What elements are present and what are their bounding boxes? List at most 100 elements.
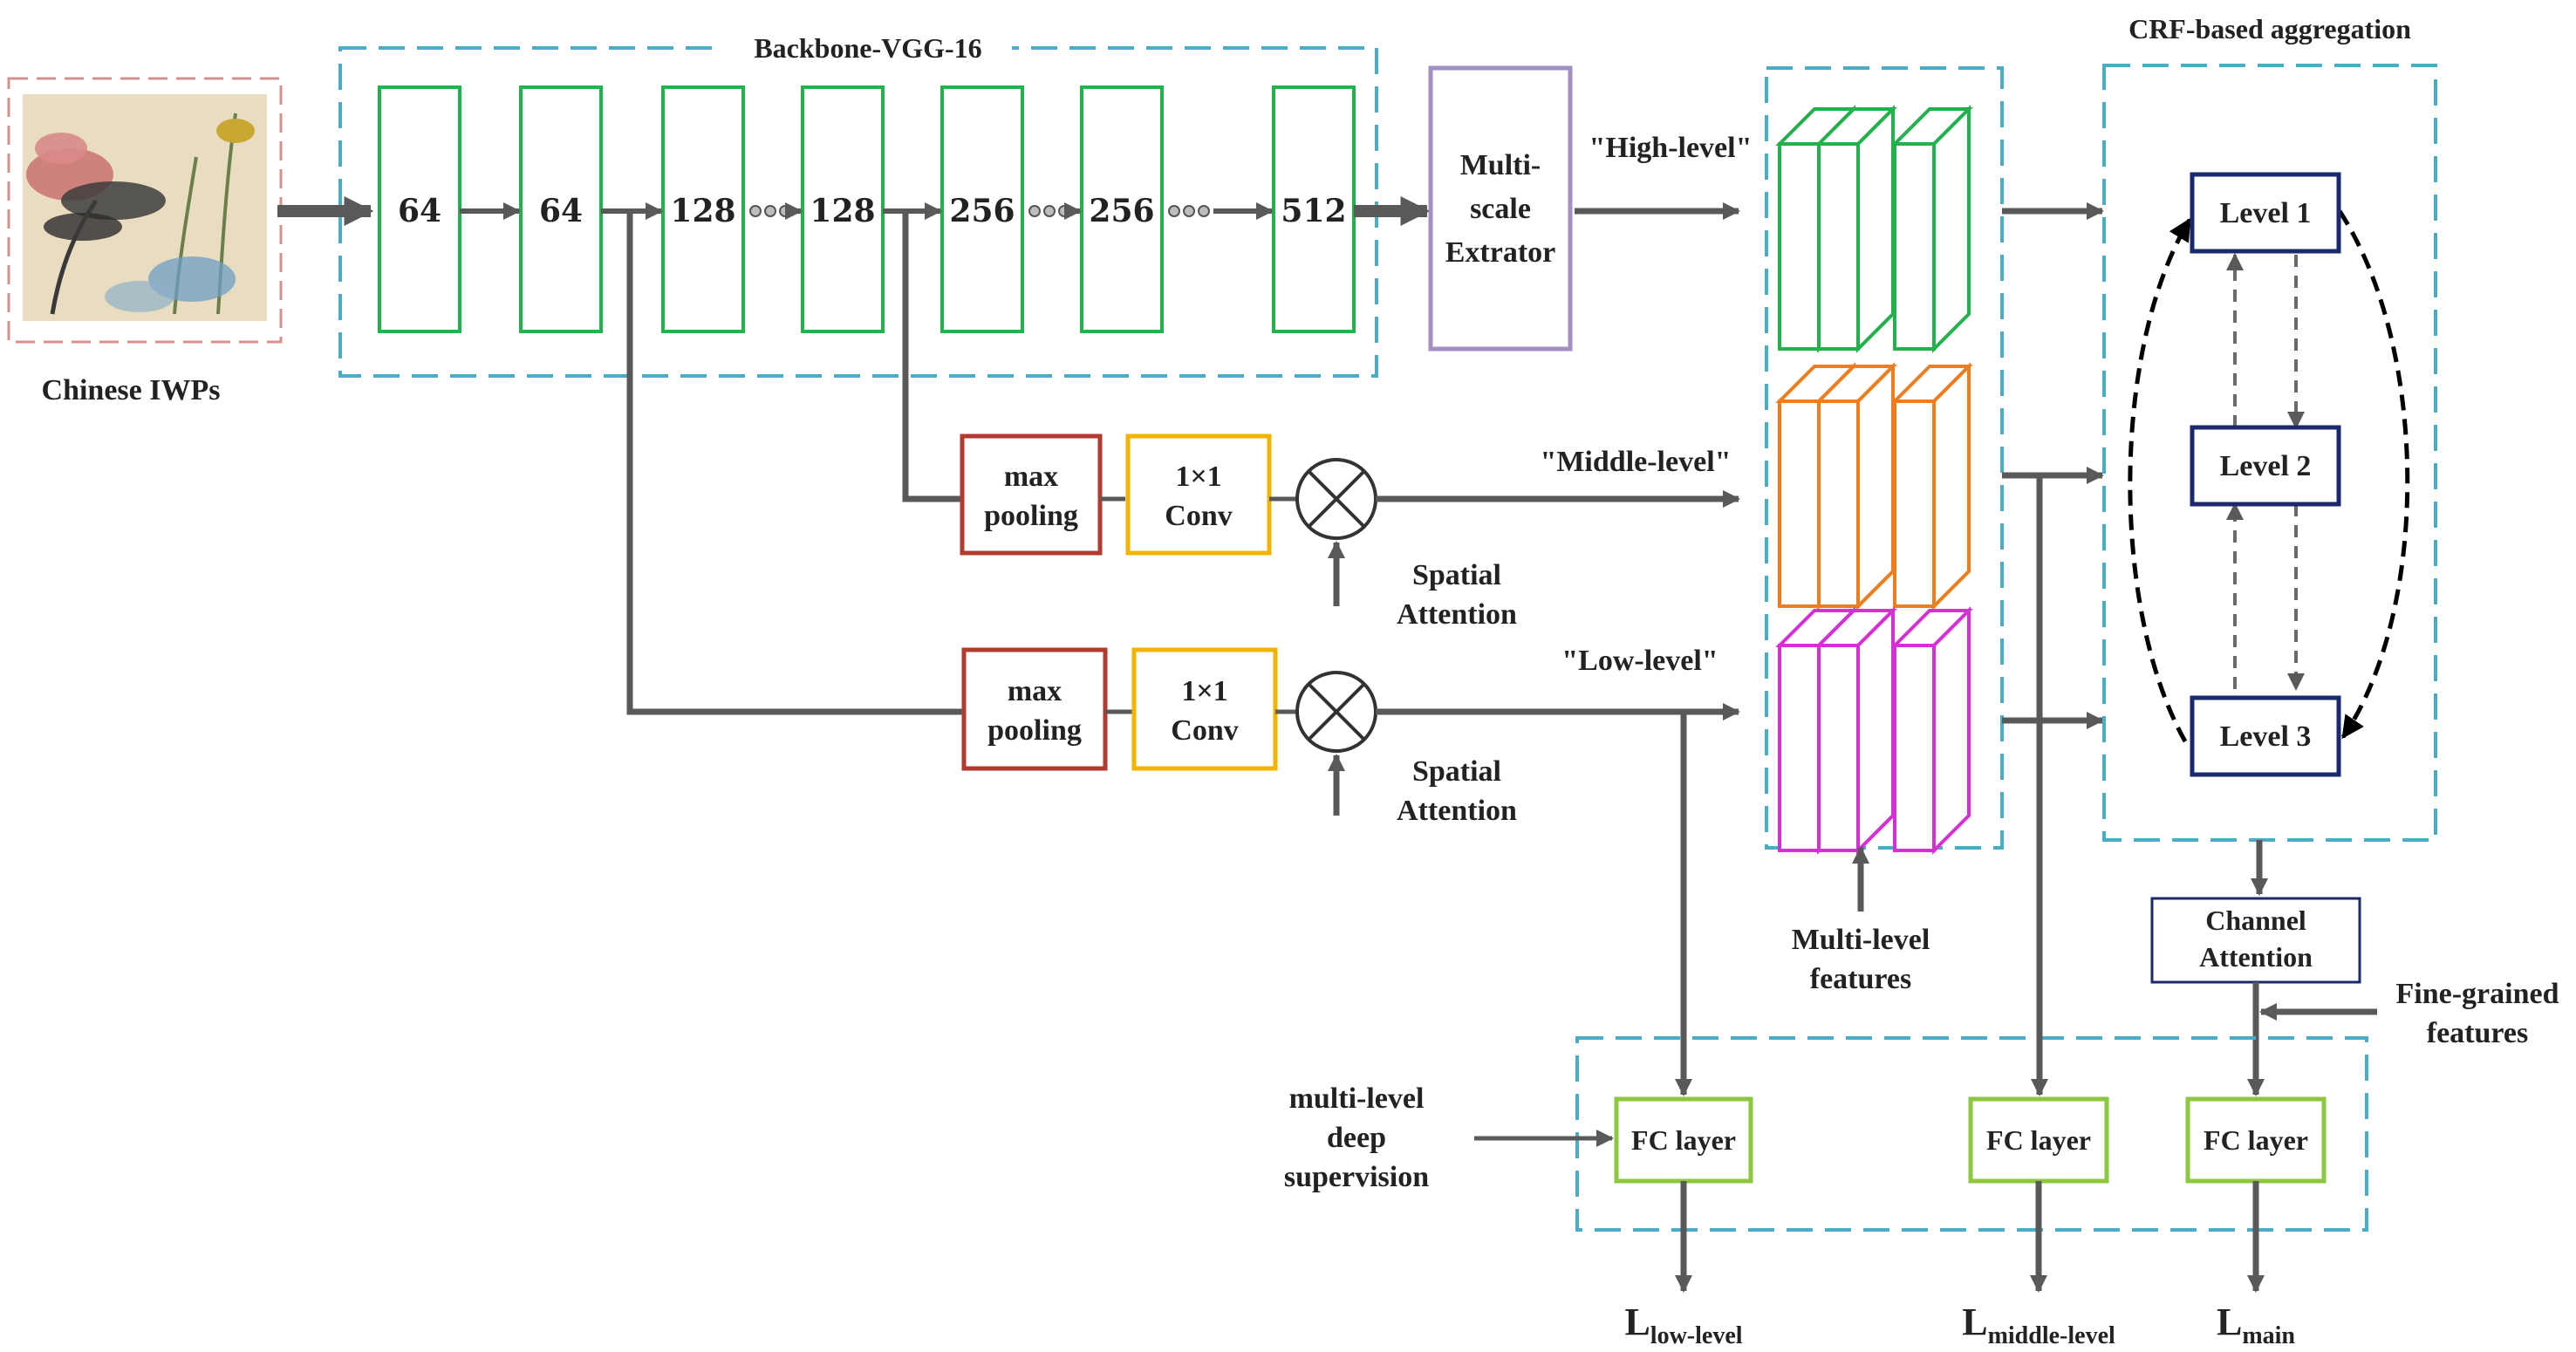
loss-low: Llow-level — [1624, 1301, 1742, 1348]
channel-attention-line2: Attention — [2199, 941, 2313, 973]
ellipsis-dot — [749, 205, 762, 217]
vgg-layers: 64 64 128 128 256 256 512 — [378, 85, 1431, 333]
fc-layer-low-label: FC layer — [1631, 1124, 1736, 1156]
middle-branch-connector — [902, 211, 962, 502]
fc-layer-low — [1614, 1096, 1753, 1184]
backbone-title-bg — [724, 26, 1012, 66]
fine-grained-line2: features — [2427, 1017, 2528, 1049]
middle-feature-cube-2 — [1814, 362, 1897, 611]
multiscale-extractor-box — [1428, 65, 1573, 352]
mid-conv-line2: Conv — [1165, 500, 1232, 532]
vgg-layer-4-label: 128 — [810, 193, 875, 229]
input-label: Chinese IWPs — [42, 374, 221, 406]
vgg-layer-6-label: 256 — [1089, 193, 1154, 229]
mid-spatial-line2: Attention — [1397, 598, 1517, 631]
mid-maxpool-line2: pooling — [984, 500, 1078, 532]
supervision-line1: multi-level — [1289, 1082, 1425, 1115]
low-conv-box — [1131, 647, 1278, 771]
ellipsis-dot — [779, 205, 791, 217]
mid-maxpool-line1: max — [1004, 461, 1058, 493]
channel-attention-box — [2150, 897, 2361, 984]
middle-feature-cube-3 — [1890, 362, 1973, 611]
low-spatial-line2: Attention — [1397, 795, 1517, 827]
supervision-line2: deep — [1327, 1122, 1386, 1154]
crf-title: CRF-based aggregation — [2128, 13, 2411, 44]
mid-spatial-line1: Spatial — [1412, 559, 1501, 591]
loss-middle-sub: middle-level — [1988, 1322, 2115, 1348]
low-feature-cube-2 — [1814, 606, 1897, 855]
crf-level-2-label: Level 2 — [2220, 450, 2312, 482]
crf-curve-left — [2128, 217, 2192, 743]
crf-level-1-node — [2190, 172, 2341, 254]
fc-layer-main — [2185, 1096, 2327, 1184]
supervision-line3: supervision — [1284, 1161, 1429, 1193]
low-maxpool-box — [961, 647, 1108, 771]
loss-main: Lmain — [2217, 1301, 2295, 1348]
loss-middle: Lmiddle-level — [1962, 1301, 2115, 1348]
low-branch-connector — [626, 211, 964, 715]
fc-layer-middle-label: FC layer — [1986, 1124, 2091, 1156]
mid-conv-line1: 1×1 — [1175, 461, 1221, 493]
vgg-layer-5-label: 256 — [949, 193, 1015, 229]
fc-layer-main-label: FC layer — [2204, 1124, 2308, 1156]
mid-conv-box — [1125, 434, 1272, 556]
low-spatial-line1: Spatial — [1412, 755, 1501, 788]
feature-cubes — [1775, 105, 1973, 855]
middle-level-label: "Middle-level" — [1540, 446, 1731, 478]
multilevel-line2: features — [1810, 963, 1911, 995]
crf-level-3-node — [2190, 695, 2341, 777]
vgg-layer-3 — [661, 85, 745, 333]
low-level-label: "Low-level" — [1561, 645, 1718, 677]
crf-curve-right — [2337, 209, 2410, 740]
high-feature-cube-3 — [1890, 105, 1973, 353]
high-feature-cube-2 — [1814, 105, 1897, 353]
ellipsis-dot — [1198, 205, 1210, 217]
multilevel-line1: Multi-level — [1792, 924, 1930, 956]
supervision-container — [1575, 1036, 2368, 1232]
painting-image — [23, 94, 267, 321]
loss-main-sub: main — [2242, 1322, 2295, 1348]
backbone-title: Backbone-VGG-16 — [754, 32, 981, 64]
crf-level-1-label: Level 1 — [2220, 197, 2312, 229]
ellipsis-dot — [1183, 205, 1195, 217]
vgg-layer-1-label: 64 — [398, 193, 441, 229]
high-level-label: "High-level" — [1589, 132, 1753, 164]
crf-level-2-node — [2190, 425, 2341, 507]
low-conv-line1: 1×1 — [1181, 675, 1227, 707]
low-maxpool-line1: max — [1008, 675, 1062, 707]
ellipsis-dot — [1168, 205, 1180, 217]
extractor-line2: scale — [1470, 193, 1531, 225]
low-feature-cube-3 — [1890, 606, 1973, 855]
loss-main-main: L — [2217, 1301, 2242, 1343]
vgg-layer-3-label: 128 — [670, 193, 735, 229]
ellipsis-dot — [1058, 205, 1070, 217]
low-conv-line2: Conv — [1171, 714, 1238, 747]
input-image-group: Chinese IWPs — [7, 77, 283, 406]
vgg-layer-2-label: 64 — [539, 193, 583, 229]
mid-multiply-node — [1295, 458, 1377, 540]
multilevel-features-container — [1765, 66, 2004, 850]
crf-container — [2102, 64, 2437, 842]
vgg-layer-2 — [519, 85, 603, 333]
crf-nodes: Level 1 Level 2 Level 3 — [2190, 172, 2341, 777]
fine-grained-line1: Fine-grained — [2396, 978, 2559, 1010]
vgg-layer-1 — [378, 85, 461, 333]
ellipsis-dot — [764, 205, 776, 217]
vgg-layer-7-label: 512 — [1281, 193, 1346, 229]
loss-low-sub: low-level — [1650, 1322, 1743, 1348]
mid-maxpool-box — [960, 434, 1103, 556]
vgg-layer-6 — [1080, 85, 1164, 333]
low-maxpool-line2: pooling — [987, 714, 1082, 747]
crf-level-3-label: Level 3 — [2220, 720, 2312, 753]
channel-attention-line1: Channel — [2205, 905, 2306, 936]
loss-middle-main: L — [1962, 1301, 1987, 1343]
extractor-line1: Multi- — [1460, 149, 1541, 181]
ellipsis-dot — [1028, 205, 1041, 217]
extractor-line3: Extrator — [1445, 236, 1556, 269]
low-multiply-node — [1295, 671, 1377, 753]
vgg-layer-5 — [940, 85, 1024, 333]
loss-low-main: L — [1624, 1301, 1650, 1343]
ellipsis-dot — [1043, 205, 1056, 217]
